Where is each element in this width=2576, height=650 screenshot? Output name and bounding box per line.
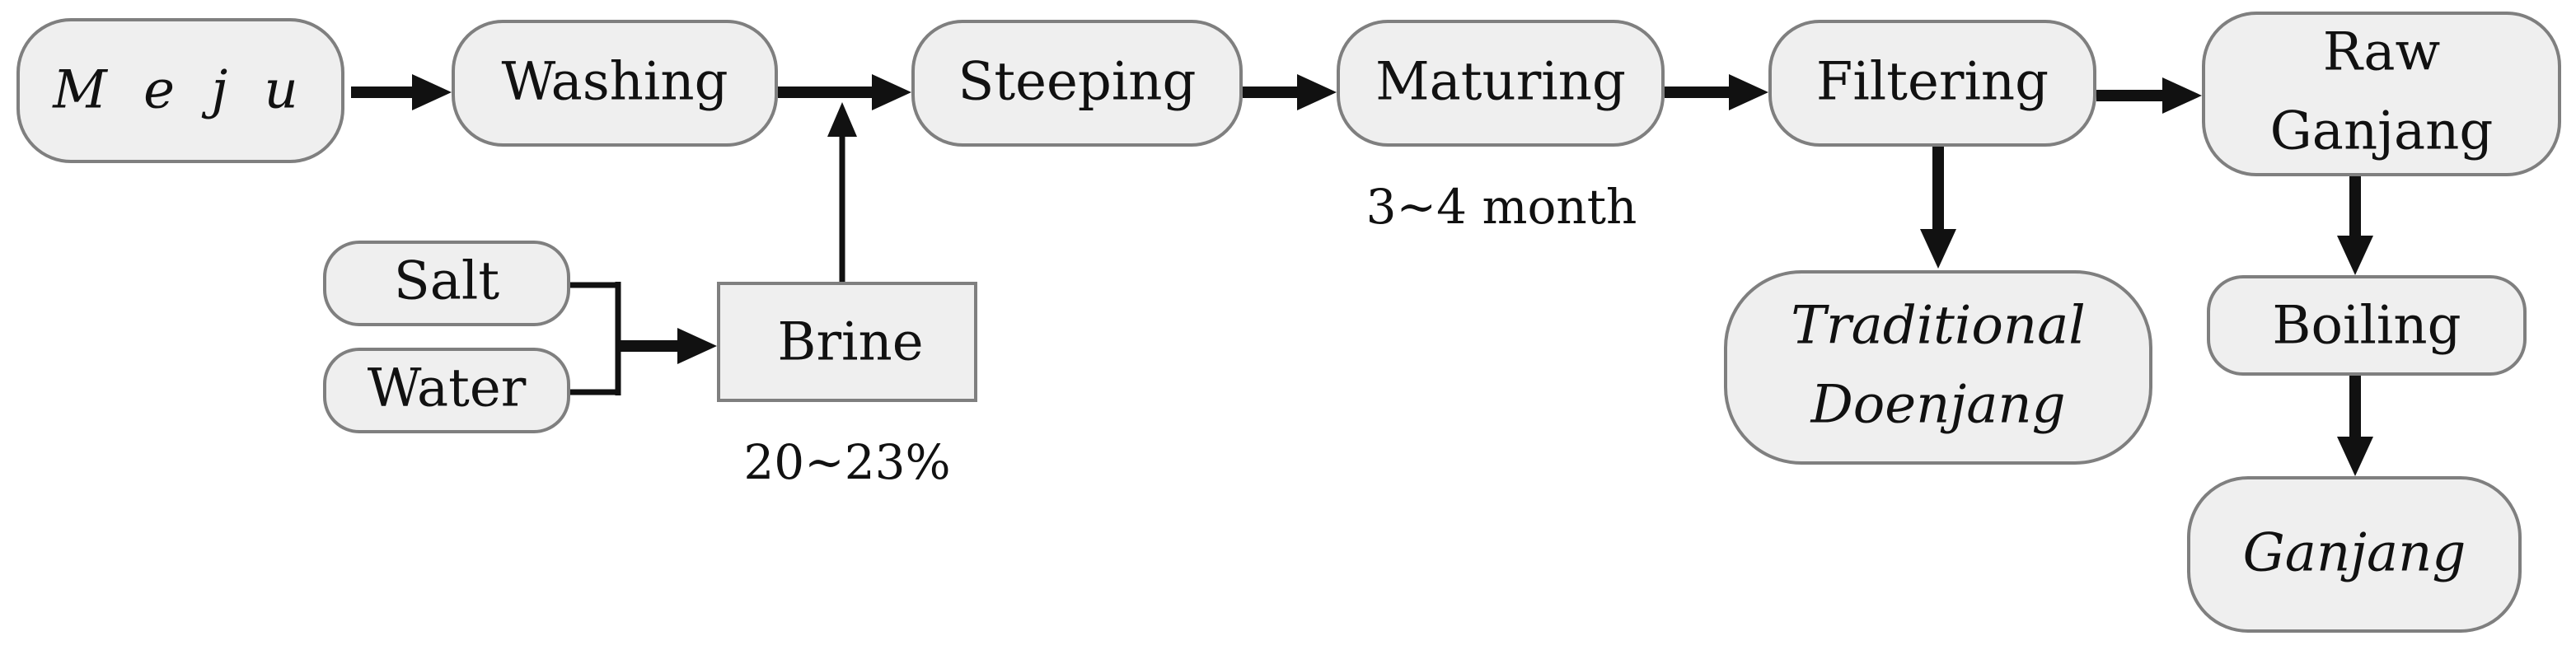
node-water: Water — [323, 348, 570, 433]
node-traditional-doenjang-label-line-1: Traditional — [1791, 296, 2085, 357]
node-maturing: Maturing — [1337, 20, 1665, 147]
node-raw-ganjang-label-line-2: Ganjang — [2270, 101, 2494, 162]
node-raw-ganjang-label-line-1: Raw — [2323, 22, 2441, 83]
arrow-brine-to-main-line — [827, 102, 857, 282]
connector-salt-water-to-brine — [570, 282, 717, 395]
arrow-filtering-to-traditional-doenjang — [1920, 147, 1956, 269]
node-ganjang-label: Ganjang — [2243, 523, 2466, 584]
arrow-maturing-to-filtering — [1665, 74, 1768, 110]
node-salt: Salt — [323, 241, 570, 326]
node-boiling-label: Boiling — [2272, 296, 2461, 357]
arrow-raw-ganjang-to-boiling — [2337, 176, 2373, 275]
node-meju: M e j u — [16, 18, 344, 163]
node-filtering: Filtering — [1768, 20, 2096, 147]
node-steeping: Steeping — [911, 20, 1243, 147]
node-water-label: Water — [368, 358, 527, 419]
node-traditional-doenjang: Traditional Doenjang — [1724, 270, 2152, 465]
arrow-meju-to-washing — [351, 74, 452, 110]
arrow-steeping-to-maturing — [1243, 74, 1337, 110]
node-ganjang: Ganjang — [2187, 476, 2522, 633]
node-raw-ganjang: Raw Ganjang — [2202, 12, 2561, 176]
node-brine: Brine — [717, 282, 977, 402]
node-brine-label: Brine — [777, 312, 923, 373]
arrow-boiling-to-ganjang — [2337, 376, 2373, 476]
node-washing: Washing — [452, 20, 778, 147]
note-brine-concentration: 20~23% — [743, 434, 950, 490]
node-filtering-label: Filtering — [1816, 52, 2049, 113]
arrow-washing-to-steeping — [778, 74, 911, 110]
node-traditional-doenjang-label-line-2: Doenjang — [1810, 375, 2065, 436]
node-maturing-label: Maturing — [1375, 52, 1626, 113]
node-washing-label: Washing — [501, 52, 728, 113]
arrow-filtering-to-raw-ganjang — [2096, 77, 2202, 114]
node-meju-label: M e j u — [52, 60, 308, 121]
node-steeping-label: Steeping — [958, 52, 1197, 113]
note-maturing-duration: 3~4 month — [1366, 179, 1637, 235]
node-boiling: Boiling — [2207, 275, 2527, 376]
node-salt-label: Salt — [394, 251, 499, 312]
